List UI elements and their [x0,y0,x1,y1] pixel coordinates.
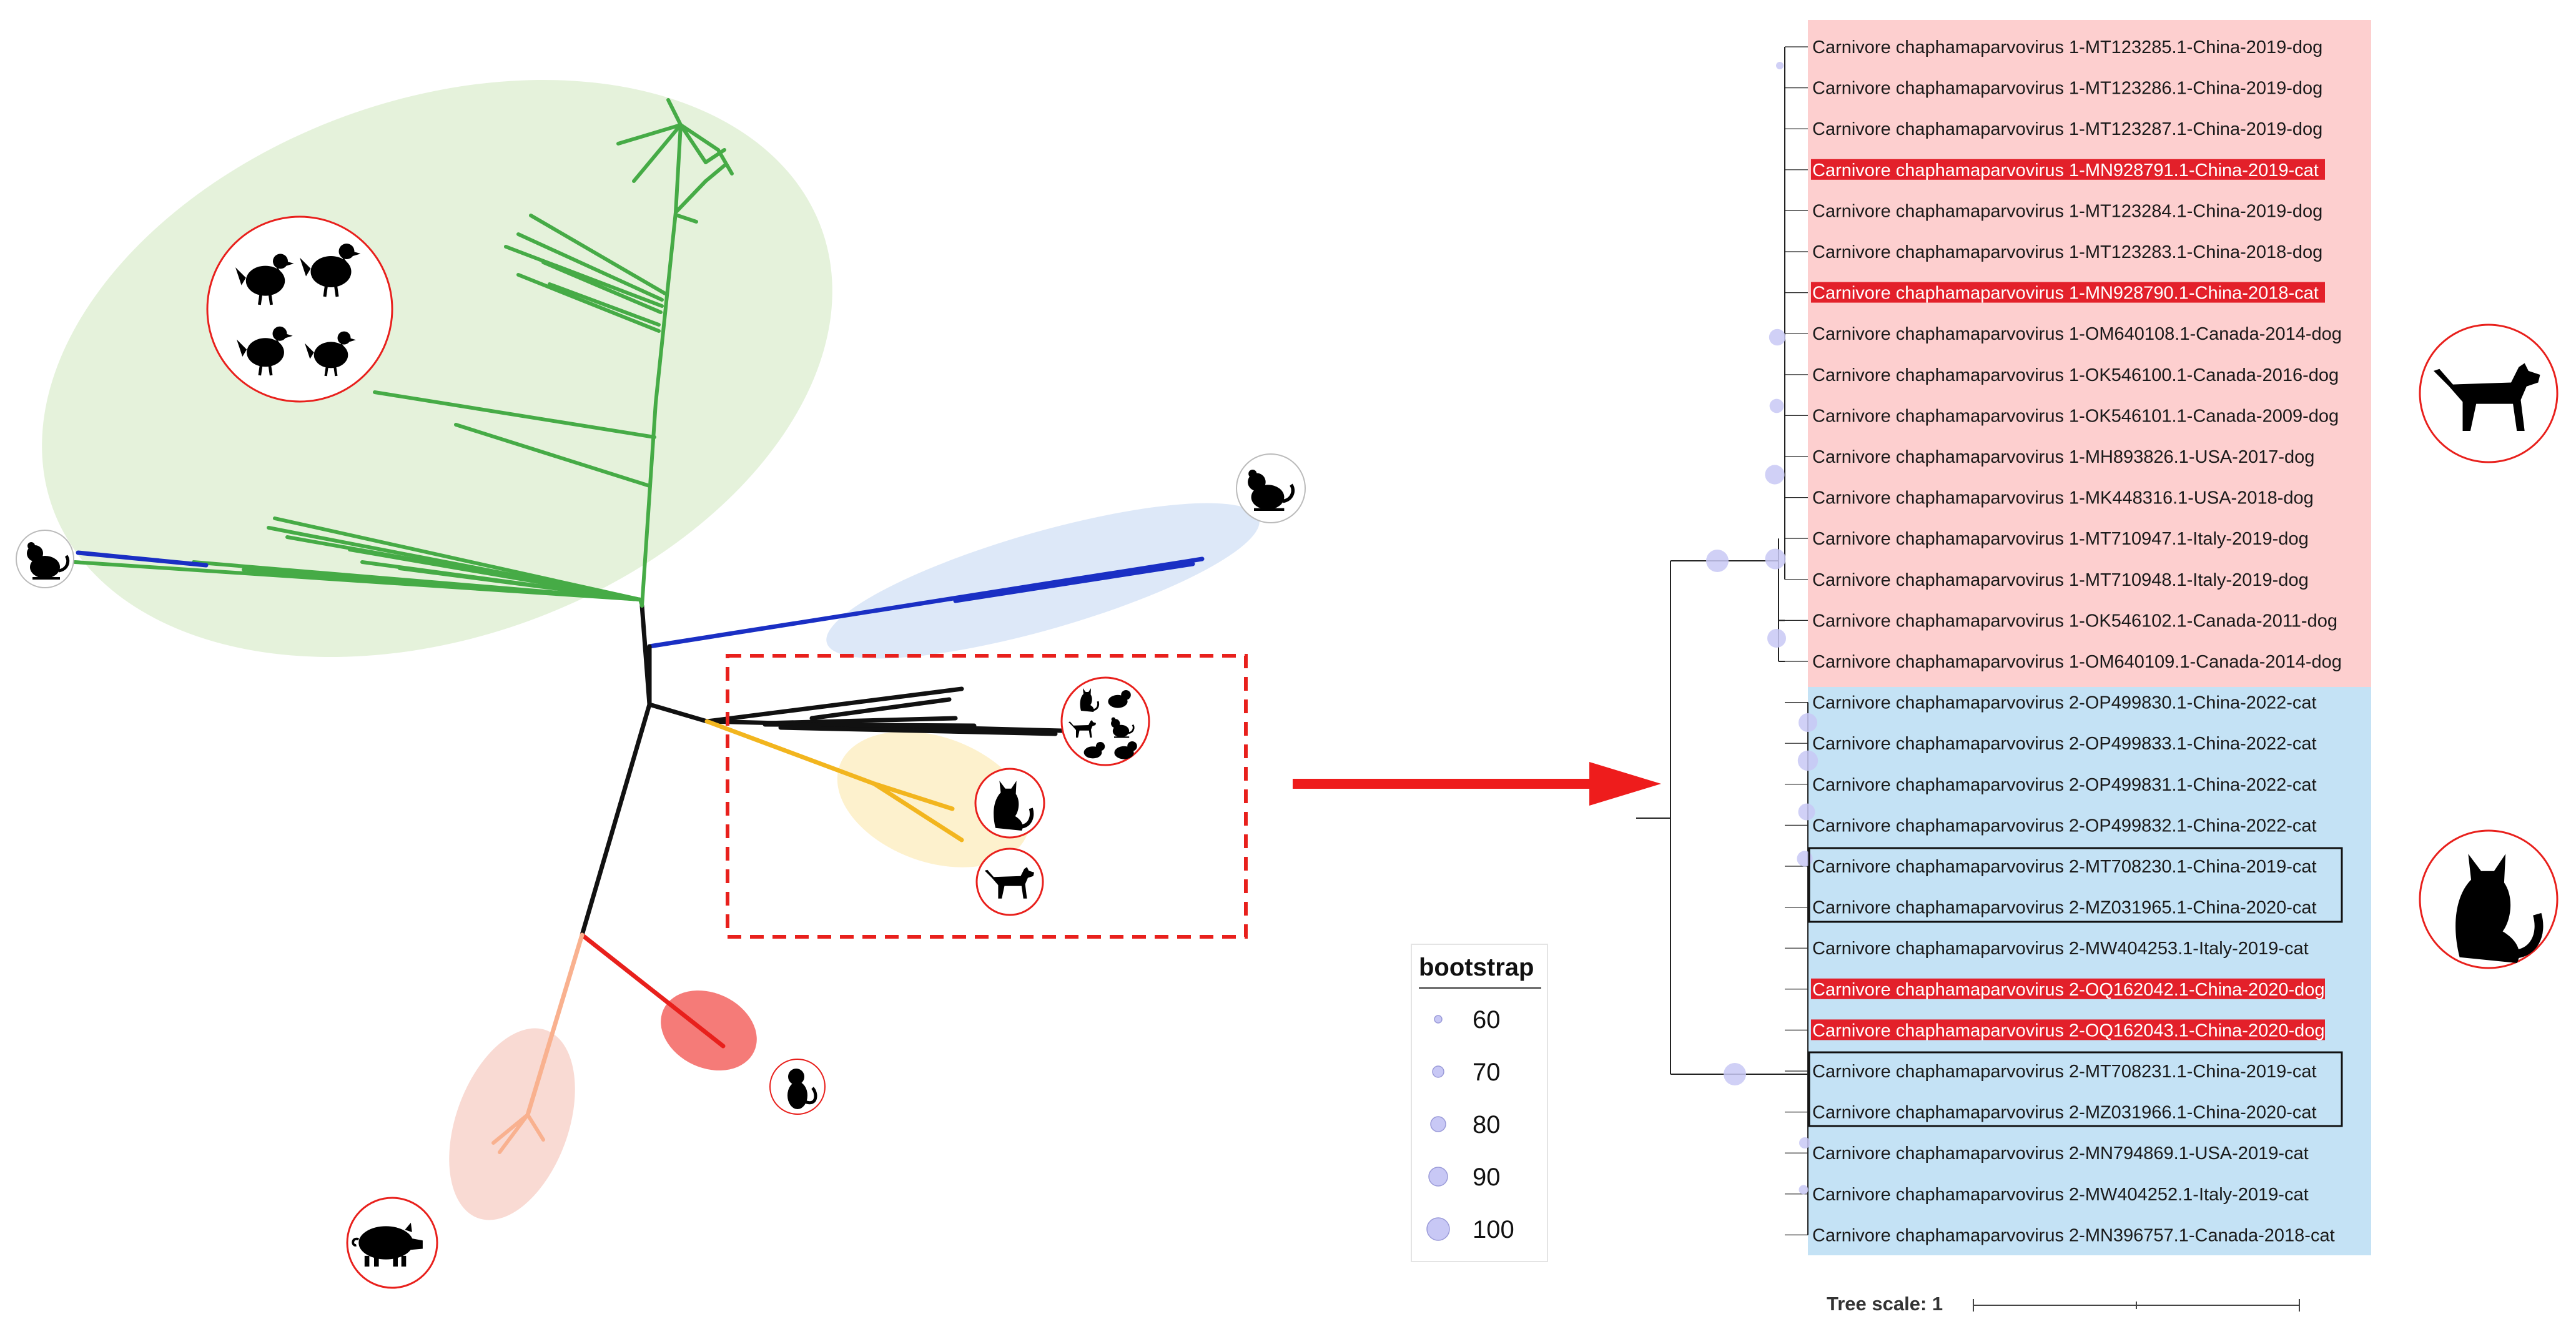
leaf-label: Carnivore chaphamaparvovirus 1-MT123283.… [1812,242,2322,262]
cat-dog-clade-branches [704,719,964,842]
highlight-bar [1811,282,2325,303]
leaf-label: Carnivore chaphamaparvovirus 2-MT708231.… [1812,1062,2317,1082]
bootstrap-node [1776,62,1784,69]
leaf-label: Carnivore chaphamaparvovirus 1-OM640108.… [1812,324,2342,344]
leaf-label: Carnivore chaphamaparvovirus 1-MT710947.… [1812,529,2309,549]
rodent-clade-branches [647,556,1205,649]
bootstrap-node [1765,548,1786,570]
leaf-label: Carnivore chaphamaparvovirus 2-MW404252.… [1812,1185,2309,1205]
bootstrap-node [1799,713,1817,732]
leaf-label: Carnivore chaphamaparvovirus 1-MT123286.… [1812,79,2322,99]
bootstrap-node [1797,750,1818,771]
leaf-label: Carnivore chaphamaparvovirus 2-MT708230.… [1812,857,2317,877]
bootstrap-node [1799,1137,1810,1149]
leaf-label: Carnivore chaphamaparvovirus 1-OM640109.… [1812,652,2342,672]
leaf-label: Carnivore chaphamaparvovirus 1-MK448316.… [1812,488,2314,508]
bootstrap-node [1769,329,1786,346]
bootstrap-node [1767,629,1786,648]
leaf-label: Carnivore chaphamaparvovirus 1-MH893826.… [1812,447,2314,467]
legend-marker [1426,1217,1450,1241]
bird-clade-shade [42,79,832,658]
leaf-label: Carnivore chaphamaparvovirus 2-MZ031966.… [1812,1103,2317,1123]
leaf-label: Carnivore chaphamaparvovirus 2-MN794869.… [1812,1144,2309,1163]
bootstrap-node [1798,803,1815,821]
leaf-label: Carnivore chaphamaparvovirus 1-MN928791.… [1812,161,2319,180]
cat-dog-clade-shade [837,731,1030,867]
lower-branches [491,932,726,1154]
bootstrap-node [1706,550,1729,572]
bootstrap-node [1765,465,1785,485]
primate-clade-shade [661,990,757,1071]
leaf-label: Carnivore chaphamaparvovirus 2-MW404253.… [1812,939,2309,959]
rodent-outlier-branch [76,550,209,568]
leaf-label: Carnivore chaphamaparvovirus 1-MT123287.… [1812,119,2322,139]
dog-icon [2419,324,2559,463]
leaf-label: Carnivore chaphamaparvovirus 1-OK546100.… [1812,365,2339,385]
birds-icon [206,215,393,403]
zoom-arrow [1293,762,1661,806]
leaf-label: Carnivore chaphamaparvovirus 1-MT123285.… [1812,37,2322,57]
dog-icon [975,847,1044,916]
unrooted-tree [16,79,1306,1289]
highlight-bar [1811,1019,2325,1040]
leaf-label: Carnivore chaphamaparvovirus 2-OP499831.… [1812,775,2317,795]
selection-box [726,654,1248,939]
bootstrap-node [1797,851,1813,867]
rodent-icon [16,530,74,588]
tree-scale-label: Tree scale: 1 [1827,1293,1943,1315]
highlight-bar [1811,159,2325,180]
cat-icon [974,768,1045,839]
legend-value: 60 [1473,1006,1501,1034]
leaf-label: Carnivore chaphamaparvovirus 1-OK546102.… [1812,611,2337,631]
leaf-label: Carnivore chaphamaparvovirus 1-MT123284.… [1812,201,2322,221]
leaf-label: Carnivore chaphamaparvovirus 2-OP499833.… [1812,734,2317,754]
legend-title: bootstrap [1419,954,1534,981]
leaf-label: Carnivore chaphamaparvovirus 2-OP499830.… [1812,693,2317,713]
rodent-clade-shade [826,503,1260,659]
bird-clade-branches [73,98,734,608]
legend-marker [1432,1065,1444,1078]
leaf-label: Carnivore chaphamaparvovirus 2-OP499832.… [1812,816,2317,836]
legend-value: 80 [1473,1111,1501,1139]
leaf-label: Carnivore chaphamaparvovirus 2-OQ162042.… [1812,980,2325,1000]
leaf-label: Carnivore chaphamaparvovirus 2-MZ031965.… [1812,898,2317,918]
mixed-mammals-icon [1060,676,1150,766]
bootstrap-node [1769,398,1784,413]
backbone-branches [580,603,709,937]
legend-marker [1434,1015,1443,1024]
bootstrap-legend: bootstrap 60 70 80 90 100 [1411,944,1548,1262]
pair-box-2 [1808,1051,2343,1127]
leaf-label: Carnivore chaphamaparvovirus 2-MN396757.… [1812,1225,2335,1245]
squirrel-icon [1236,453,1306,523]
pair-box-1 [1808,847,2343,923]
bootstrap-node [1724,1063,1746,1085]
bootstrap-node [1799,1185,1809,1195]
leaf-label: Carnivore chaphamaparvovirus 2-OQ162043.… [1812,1020,2325,1040]
chpv1-group-bg [1808,20,2371,687]
legend-marker [1430,1116,1446,1132]
chpv2-group-bg [1808,687,2371,1255]
leaf-label: Carnivore chaphamaparvovirus 1-OK546101.… [1812,406,2339,426]
legend-marker [1428,1167,1448,1187]
monkey-icon [769,1059,826,1115]
leaf-label: Carnivore chaphamaparvovirus 1-MT710948.… [1812,570,2309,590]
cat-icon [2419,829,2559,969]
tree-scale-bar [1973,1299,2300,1312]
legend-value: 90 [1473,1163,1501,1191]
pig-icon [346,1197,438,1289]
pig-clade-shade [449,1028,575,1220]
leaf-label: Carnivore chaphamaparvovirus 1-MN928790.… [1812,284,2319,304]
legend-value: 100 [1473,1216,1514,1243]
rectangular-tree: Carnivore chaphamaparvovirus 1-MT123285.… [1636,20,2559,1315]
highlight-bar [1811,978,2325,999]
carnivore-clade-branches [704,686,1064,736]
legend-value: 70 [1473,1059,1501,1086]
